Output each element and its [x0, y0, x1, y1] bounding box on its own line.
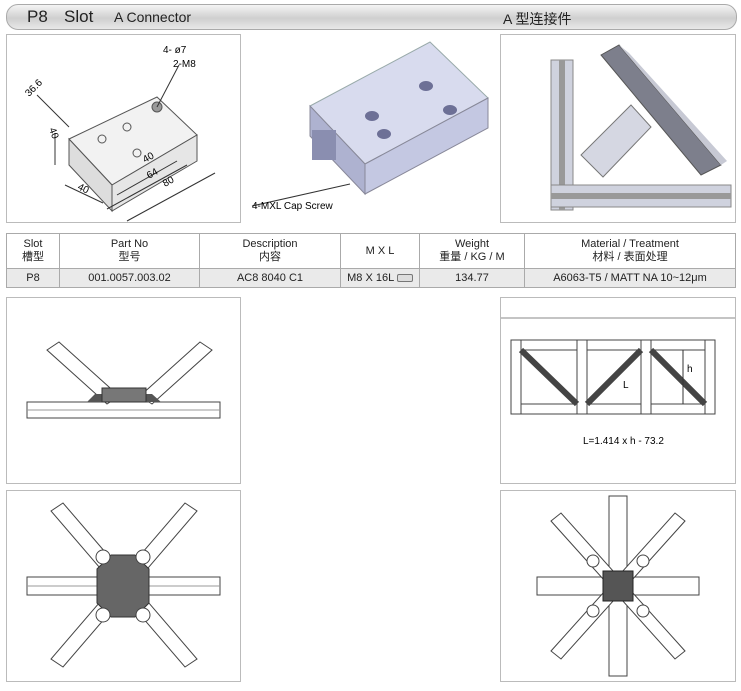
- table-row: P8 001.0057.003.02 AC8 8040 C1 M8 X 16L …: [6, 268, 736, 288]
- dim-40-c: 40: [141, 150, 157, 165]
- connector-render: 4-MXL Cap Screw: [251, 41, 489, 212]
- screw-icon: [396, 274, 413, 283]
- col-mxl: M X L: [340, 233, 420, 269]
- assembly-photo: [550, 44, 732, 211]
- truss-panel: h L L=1.414 x h - 73.2: [500, 297, 736, 484]
- cell-material: A6063-T5 / MATT NA 10~12μm: [524, 268, 736, 288]
- h-label: h: [687, 364, 693, 375]
- star-joint-drawing: [536, 495, 700, 677]
- thread-label: 2-M8: [173, 59, 196, 70]
- dimension-drawing-panel: 4- ø7 2-M8 36.6 40 40 40 64 80: [6, 34, 241, 223]
- single-joint-panel: [6, 297, 241, 484]
- dim-36-6: 36.6: [23, 77, 45, 99]
- dim-40-a: 40: [46, 126, 60, 141]
- slot-code: P8: [27, 7, 48, 26]
- cell-part-no: 001.0057.003.02: [59, 268, 200, 288]
- assembly-photo-panel: [500, 34, 736, 223]
- dim-80: 80: [161, 174, 177, 189]
- slot-word: Slot: [64, 7, 94, 26]
- dimension-drawing: 4- ø7 2-M8 36.6 40 40 40 64 80: [23, 45, 216, 222]
- cell-description: AC8 8040 C1: [199, 268, 341, 288]
- length-formula: L=1.414 x h - 73.2: [583, 436, 664, 447]
- dim-64: 64: [145, 166, 161, 181]
- title-english: A Connector: [114, 9, 192, 25]
- page-header: P8 Slot A Connector A 型连接件: [6, 4, 737, 30]
- dim-40-b: 40: [76, 182, 91, 197]
- cross-joint-drawing: [26, 502, 221, 668]
- hole-label: 4- ø7: [163, 45, 187, 56]
- star-joint-panel: [500, 490, 736, 682]
- truss-drawing: h L L=1.414 x h - 73.2: [501, 317, 735, 447]
- single-joint-drawing: [26, 341, 221, 419]
- title-chinese: A 型连接件: [503, 11, 572, 27]
- l-label: L: [623, 380, 629, 391]
- cell-mxl: M8 X 16L: [340, 268, 420, 288]
- cross-joint-panel: [6, 490, 241, 682]
- screw-label: 4-MXL Cap Screw: [252, 201, 334, 212]
- cell-slot: P8: [6, 268, 60, 288]
- cell-weight: 134.77: [419, 268, 525, 288]
